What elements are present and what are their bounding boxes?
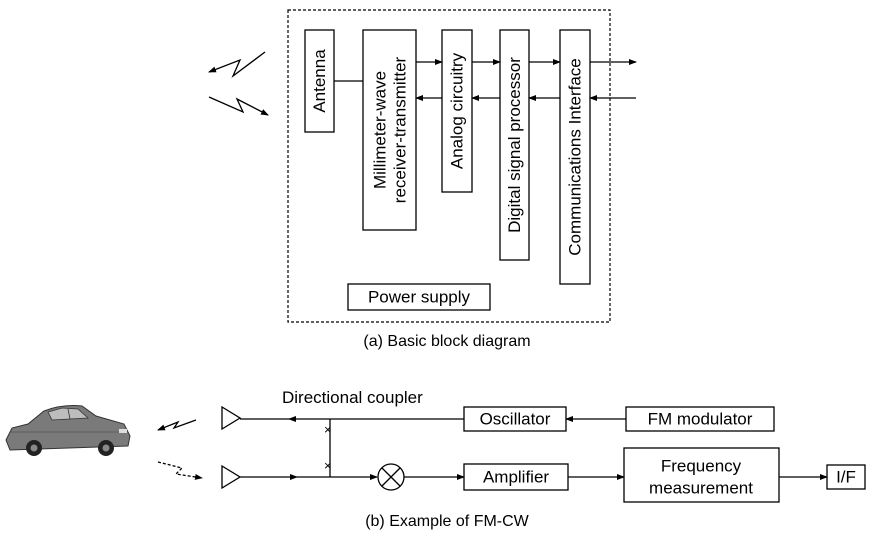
fm-modulator-block [625,406,775,432]
oscillator-label: Oscillator [480,410,551,429]
frequency-measurement-block [623,447,780,503]
caption-b: (b) Example of FM-CW [365,513,529,530]
wireless-rx-icon [157,461,203,480]
block-diagram-a: Antenna Millimeter-wave receiver-transmi… [208,9,637,350]
oscillator-block [463,406,567,432]
mmwave-label-line1: Millimeter-wave [371,71,390,189]
car-icon [5,405,131,456]
rx-path-arrow [290,474,298,480]
mmwave-transceiver-block [362,29,417,231]
dsp-label: Digital signal processor [505,57,524,233]
comm-label: Communications Interface [566,58,585,255]
rx-antenna-icon [221,464,242,490]
coupler-mark-top: × [324,422,332,437]
coupler-mark-bottom: × [324,458,332,473]
amplifier-block [463,463,569,491]
fm-modulator-label: FM modulator [648,410,753,429]
mmwave-label-line2: receiver-transmitter [391,56,410,203]
frequency-label-line2: measurement [649,479,753,498]
antenna-block [304,29,335,133]
power-supply-block [347,283,491,311]
tx-antenna-icon [221,405,242,431]
dsp-block [499,29,530,261]
wireless-out-icon [208,51,266,79]
if-label: I/F [836,468,856,487]
analog-label: Analog circuitry [448,52,467,169]
power-label: Power supply [368,288,471,307]
frequency-label-line1: Frequency [661,457,742,476]
amplifier-label: Amplifier [483,468,549,487]
tx-path-arrow [288,416,296,422]
antenna-label: Antenna [310,49,329,113]
wireless-tx-icon [157,419,197,431]
mixer-icon [377,463,405,491]
enclosure-dashed [287,9,611,323]
wireless-in-icon [208,96,269,116]
coupler-label: Directional coupler [282,388,423,407]
fmcw-diagram-b: Oscillator FM modulator Amplifier Freque… [5,388,866,530]
analog-circuitry-block [441,29,473,193]
comm-interface-block [559,29,591,285]
caption-a: (a) Basic block diagram [363,333,530,350]
